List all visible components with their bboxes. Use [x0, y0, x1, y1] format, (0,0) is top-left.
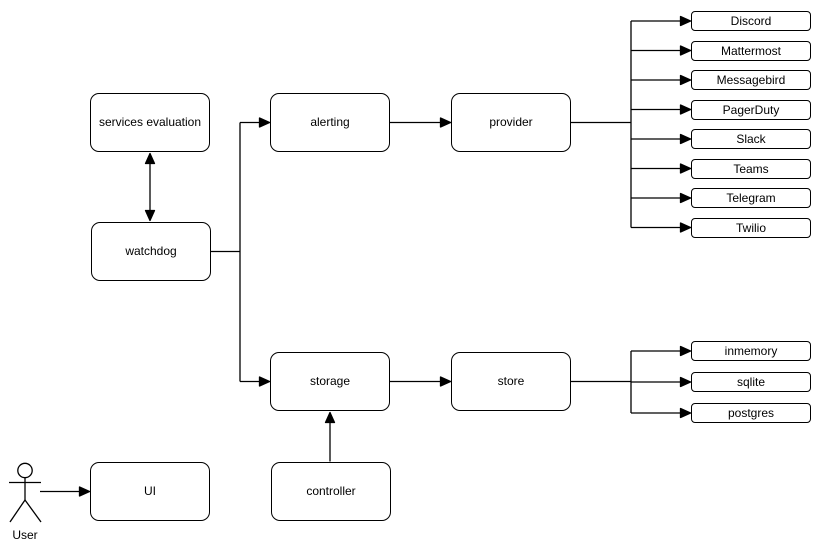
node-services-evaluation: services evaluation [90, 93, 210, 152]
node-postgres: postgres [691, 403, 811, 423]
node-alerting: alerting [270, 93, 390, 152]
node-discord: Discord [691, 11, 811, 31]
node-storage: storage [270, 352, 390, 411]
node-sqlite: sqlite [691, 372, 811, 392]
node-ui: UI [90, 462, 210, 521]
node-inmemory: inmemory [691, 341, 811, 361]
user-actor-label: User [12, 528, 38, 542]
edge-provider-trunk [571, 21, 632, 228]
user-actor-icon [9, 462, 42, 523]
node-controller: controller [271, 462, 391, 521]
edge-store-trunk [571, 351, 632, 413]
node-store: store [451, 352, 571, 411]
node-messagebird: Messagebird [691, 70, 811, 90]
node-provider: provider [451, 93, 571, 152]
node-twilio: Twilio [691, 217, 811, 238]
node-slack: Slack [691, 129, 811, 149]
edge-watchdog-trunk [211, 122, 241, 382]
node-mattermost: Mattermost [691, 40, 811, 61]
node-teams: Teams [691, 158, 811, 179]
node-pagerduty: PagerDuty [691, 99, 811, 120]
node-telegram: Telegram [691, 188, 811, 208]
node-watchdog: watchdog [91, 222, 211, 281]
